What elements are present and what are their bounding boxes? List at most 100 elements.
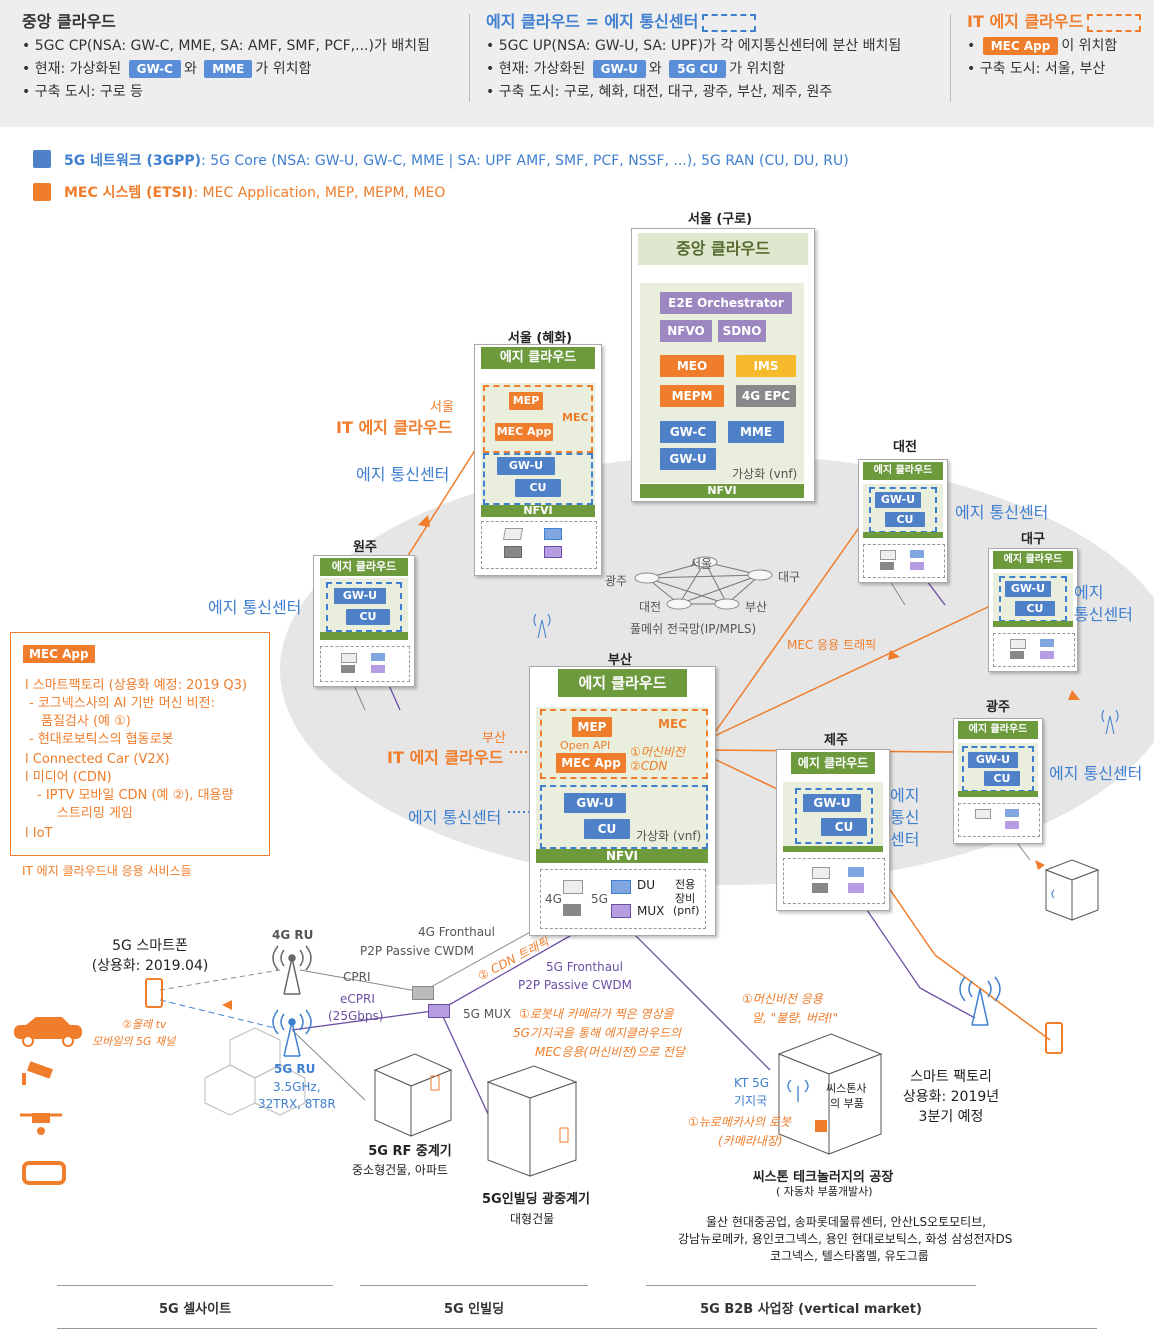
cell-hexagons <box>204 1027 306 1116</box>
in-building-icon <box>486 1065 578 1177</box>
mec-box-l3: 품질검사 (예 ①) <box>41 714 131 729</box>
daegu-title: 에지 클라우드 <box>993 551 1073 569</box>
daegu-gw-u: GW-U <box>1005 581 1051 597</box>
robot-label-2: (카메라내장) <box>718 1134 783 1148</box>
mec-box-caption: IT 에지 클라우드내 응용 서비스들 <box>22 864 192 878</box>
smart-factory-3: 3분기 예정 <box>918 1109 984 1125</box>
daejeon-cu: CU <box>885 512 925 527</box>
smart-factory-2: 상용화: 2019년 <box>902 1089 1000 1105</box>
daejeon-city: 대전 <box>893 440 917 455</box>
mec-box-l1: l 스마트팩토리 (상용화 예정: 2019 Q3) <box>25 678 247 693</box>
4g-epc-block: 4G EPC <box>736 385 796 407</box>
hyehwa-title: 에지 클라우드 <box>481 347 595 369</box>
tv-note-1: ②올레 tv <box>122 1018 167 1031</box>
orange-legend-swatch <box>33 183 51 201</box>
companies-2: 강남뉴로메카, 용인코그넥스, 용인 현대로보틱스, 화성 삼성전자DS <box>678 1232 1013 1246</box>
mesh-router-nodes <box>634 556 773 610</box>
e2e-orchestrator: E2E Orchestrator <box>660 292 792 314</box>
it-line1-post: 이 위치함 <box>1061 38 1118 54</box>
mesh-caption: 풀메쉬 전국망(IP/MPLS) <box>630 622 757 636</box>
blue-dash-legend-icon <box>702 13 757 32</box>
router-icon <box>504 546 522 558</box>
robot-note-2: 5G기지국을 통해 에지클라우드의 <box>513 1026 682 1040</box>
busan-pnf: (pnf) <box>673 904 700 917</box>
central-virt-label: 가상화 (vnf) <box>732 467 798 481</box>
ru-towers <box>272 945 312 1057</box>
busan-nfvi: NFVI <box>536 849 708 863</box>
it-summary-title: IT 에지 클라우드 <box>967 10 1142 33</box>
edge-summary-line1: • 5GC UP(NSA: GW-U, SA: UPF)가 각 에지통신센터에 … <box>486 38 902 54</box>
du-icon <box>848 867 864 877</box>
smart-factory-1: 스마트 팩토리 <box>910 1069 992 1085</box>
mec-box-header: MEC App <box>23 645 95 663</box>
edge-summary-line3: • 구축 도시: 구로, 혜화, 대전, 대구, 광주, 부산, 제주, 원주 <box>486 84 833 100</box>
mec-traffic-label: MEC 응용 트래픽 <box>787 638 877 652</box>
router-icon <box>563 880 583 894</box>
edge-summary-title: 에지 클라우드 = 에지 통신센터 <box>486 10 901 33</box>
vr-headset-icon <box>22 1161 66 1185</box>
busan-it-edge-box <box>540 709 708 779</box>
daejeon-equipment <box>863 544 945 578</box>
factory-title: 씨스톤 테크놀러지의 공장 <box>752 1170 894 1185</box>
gwangju-equipment <box>958 803 1040 837</box>
router-icon <box>880 550 896 560</box>
busan-equip: 장비 <box>675 892 696 905</box>
mesh-daejeon: 대전 <box>639 600 662 614</box>
cpri-label: CPRI <box>343 970 371 984</box>
mux-icon <box>611 904 631 918</box>
busan-mec-app: MEC App <box>556 753 626 773</box>
daejeon-title: 에지 클라우드 <box>863 462 943 480</box>
footer-cell-site: 5G 셀사이트 <box>158 1302 232 1317</box>
router-icon <box>1010 639 1026 649</box>
mux-icon <box>910 562 924 570</box>
daejeon-gw-u: GW-U <box>875 492 921 508</box>
5g-mux-label: 5G MUX <box>463 1007 512 1021</box>
central-summary-title: 중앙 클라우드 <box>22 12 116 31</box>
busan-svc-machine-vision: ①머신비전 <box>630 745 685 759</box>
in-building-title: 5G인빌딩 광중계기 <box>482 1192 590 1207</box>
hyehwa-gw-u: GW-U <box>497 457 555 475</box>
traffic-arrows <box>222 515 1080 1010</box>
daegu-city: 대구 <box>1021 532 1045 547</box>
legend-5g-rest: : 5G Core (NSA: GW-U, GW-C, MME | SA: UP… <box>201 153 849 169</box>
rf-repeater-sub: 중소형건물, 아파트 <box>352 1163 448 1177</box>
busan-equipment: 4G 5G DU MUX 전용 장비 (pnf) <box>540 869 706 929</box>
gwangju-edge-label: 에지 통신센터 <box>1049 764 1143 783</box>
router-icon <box>341 665 355 673</box>
hyehwa-mec-label: MEC <box>562 411 589 424</box>
hyehwa-edge-label: 에지 통신센터 <box>356 465 450 484</box>
wonju-cu: CU <box>346 609 390 625</box>
hyehwa-cu: CU <box>515 479 561 497</box>
busan-cu: CU <box>584 819 630 839</box>
busan-it-edge-label: IT 에지 클라우드 <box>387 748 504 767</box>
busan-du-label: DU <box>637 878 656 892</box>
smartphone-icon <box>1045 1022 1063 1054</box>
daejeon-nfvi-bar <box>863 532 943 538</box>
jeju-nfvi-bar <box>783 846 883 852</box>
du-icon <box>544 528 562 540</box>
daegu-site: 에지 클라우드 GW-U CU <box>988 548 1078 672</box>
busan-svc-cdn: ②CDN <box>630 759 668 773</box>
tv-note-2: 모바일의 5G 채널 <box>92 1035 176 1048</box>
legend-5g-bold: 5G 네트워크 (3GPP) <box>64 153 202 169</box>
router-icon <box>975 809 991 819</box>
antenna-icon <box>533 613 551 639</box>
factory-sub: ( 자동차 부품개발사) <box>776 1185 873 1198</box>
busan-mux-label: MUX <box>637 904 665 918</box>
ims-block: IMS <box>736 355 796 377</box>
hyehwa-mec-app: MEC App <box>495 423 553 441</box>
busan-dedicated: 전용 <box>675 878 696 891</box>
robot-note-3: MEC응용(머신비전)으로 전달 <box>535 1045 685 1059</box>
robot-label-1: ①뉴로메카사의 로봇 <box>688 1115 791 1129</box>
mec-box-l7: - IPTV 모바일 CDN (예 ②), 대용량 <box>37 788 234 803</box>
mux-icon <box>848 883 864 893</box>
hyehwa-equipment <box>481 521 597 569</box>
edge-line2-pre: • 현재: 가상화된 <box>486 61 586 77</box>
5g-phone-link <box>159 999 276 1029</box>
in-building-sub: 대형건물 <box>510 1212 555 1226</box>
busan-title: 에지 클라우드 <box>558 669 687 697</box>
edge-summary-title-text: 에지 클라우드 = 에지 통신센터 <box>486 12 699 31</box>
